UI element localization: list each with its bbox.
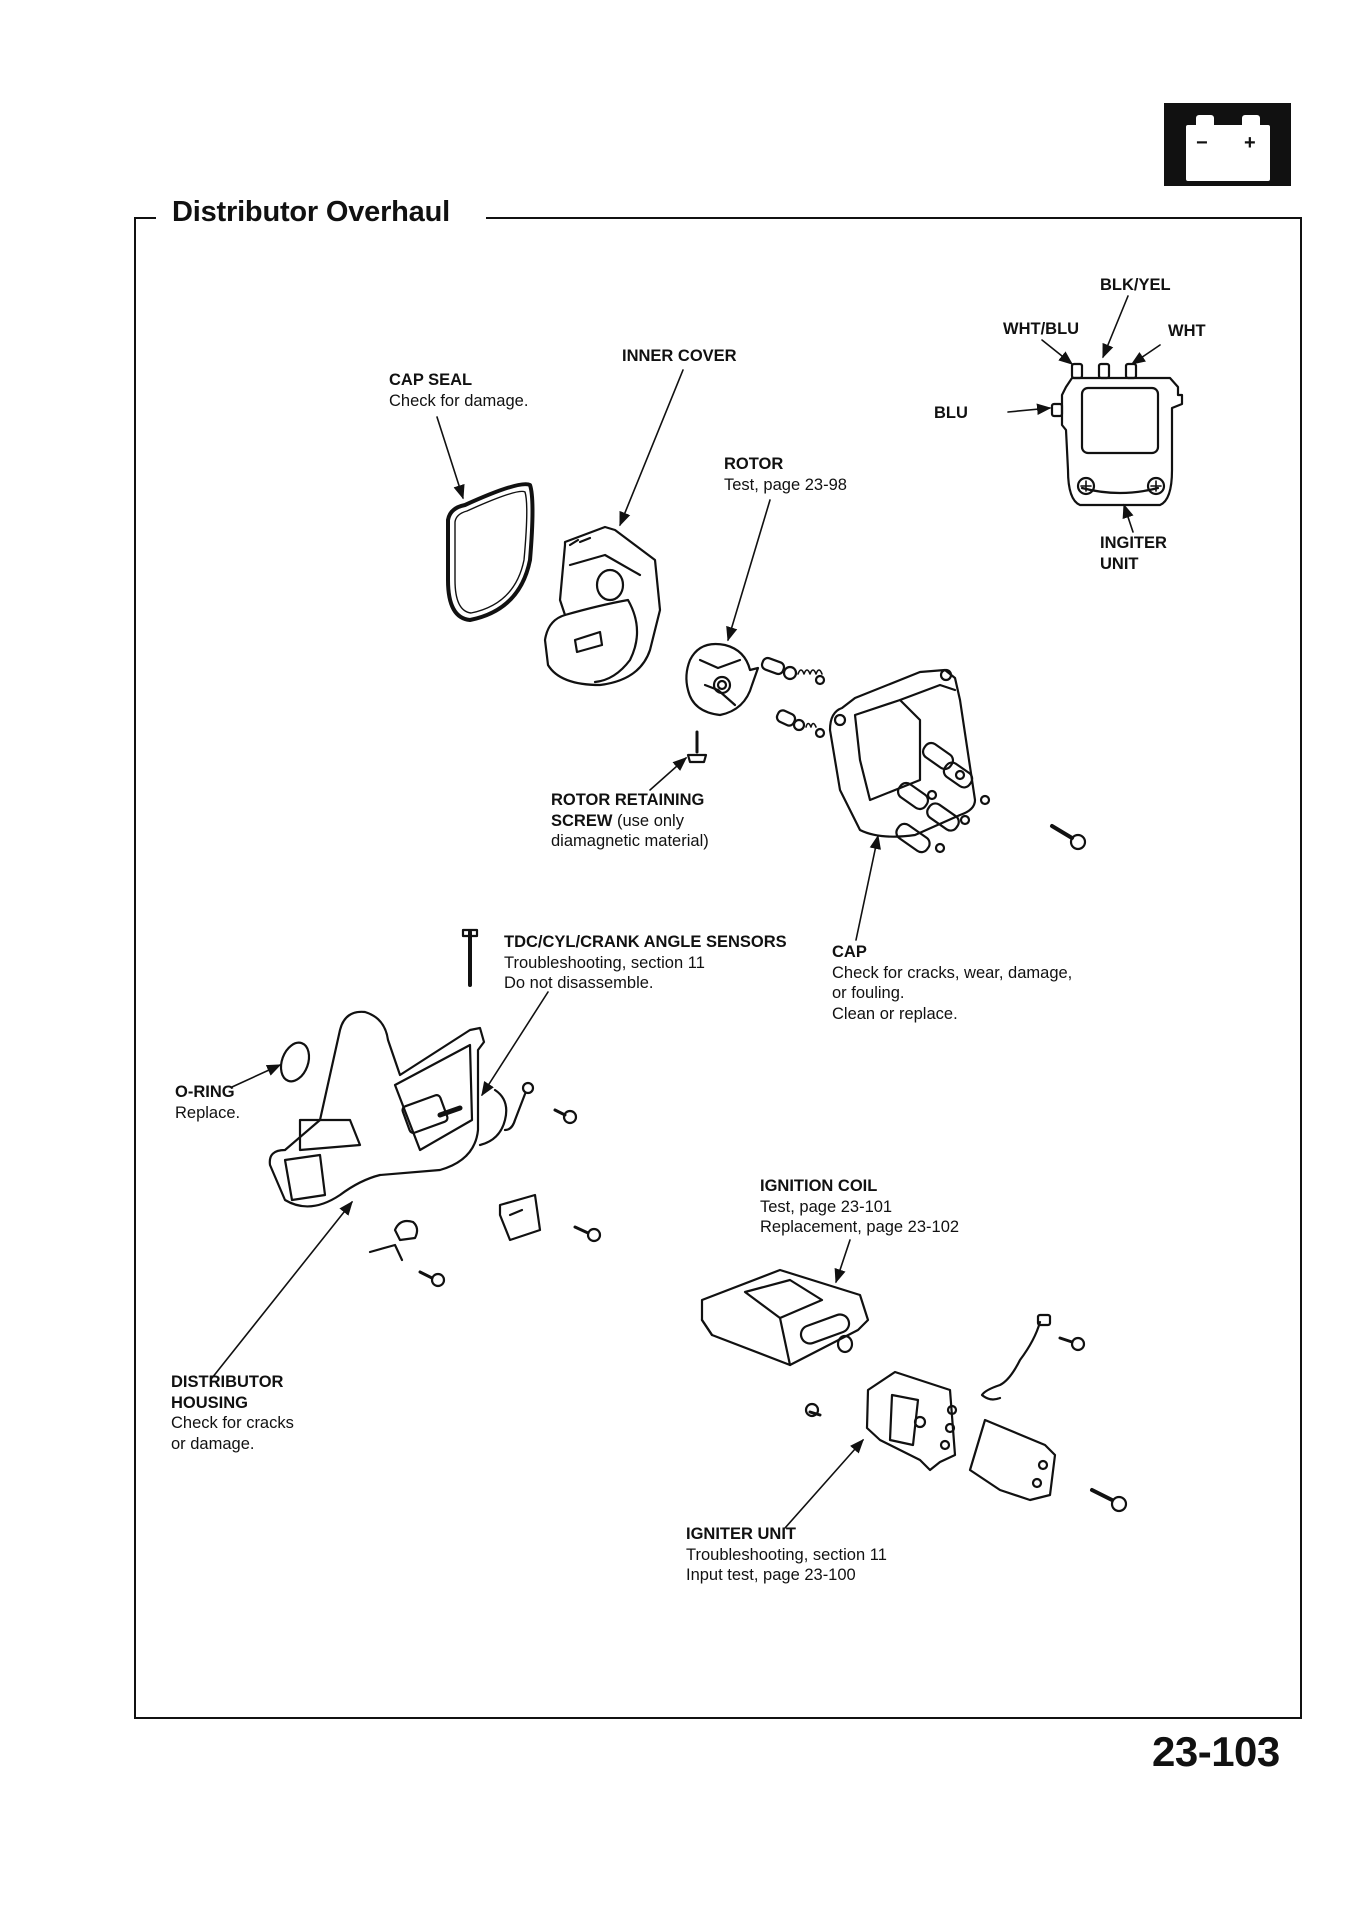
callout-sensors: TDC/CYL/CRANK ANGLE SENSORS Troubleshoot…	[504, 933, 787, 992]
ignition-coil-part	[702, 1270, 868, 1365]
battery-terminal-positive	[1242, 115, 1260, 127]
brush-and-spring-parts	[761, 657, 824, 737]
leader-cap	[856, 834, 881, 940]
leader-igniter-unit	[785, 1438, 864, 1528]
o-ring-part	[276, 1039, 314, 1085]
leader-ingiter-unit	[1122, 503, 1133, 532]
rotor-part	[686, 644, 758, 715]
igniter-cover-part	[970, 1420, 1055, 1500]
callout-ignition-coil: IGNITION COIL Test, page 23-101 Replacem…	[760, 1177, 960, 1236]
page-number: 23-103	[1152, 1728, 1280, 1775]
callout-distributor-housing: DISTRIBUTOR HOUSING Check for cracks or …	[171, 1373, 294, 1453]
plus-symbol: +	[1244, 132, 1256, 154]
battery-icon: − +	[1164, 103, 1291, 186]
battery-body: − +	[1186, 125, 1270, 181]
leader-o-ring	[232, 1065, 282, 1087]
leader-wire-blk-yel	[1103, 296, 1128, 359]
inner-cover-part	[545, 527, 660, 685]
leader-wire-wht-blu	[1042, 340, 1074, 365]
leader-sensors	[482, 992, 548, 1097]
wire-label-blk-yel: BLK/YEL	[1100, 276, 1171, 294]
cap-seal-part	[448, 484, 533, 620]
callout-rotor: ROTOR Test, page 23-98	[724, 455, 847, 494]
section-title: Distributor Overhaul	[172, 196, 450, 228]
leader-inner-cover	[620, 370, 683, 527]
wire-label-wht: WHT	[1168, 322, 1206, 340]
leader-wire-wht	[1130, 345, 1160, 365]
leader-rotor	[726, 500, 770, 642]
rotor-retaining-screw-part	[688, 732, 706, 762]
cap-bolt-part	[1052, 826, 1085, 849]
frame-top-right-rule	[486, 217, 1300, 219]
leader-rotor-screw	[650, 757, 688, 790]
leader-ignition-coil	[834, 1240, 850, 1284]
igniter-unit-part	[867, 1372, 956, 1470]
distributor-housing-part	[270, 1012, 533, 1207]
wire-label-wht-blu: WHT/BLU	[1003, 320, 1080, 338]
battery-terminal-negative	[1196, 115, 1214, 127]
diagram-frame	[134, 217, 1302, 1719]
callout-igniter-unit: IGNITER UNIT Troubleshooting, section 11…	[686, 1525, 887, 1584]
distributor-cap-part	[830, 670, 989, 855]
long-bolt-part	[463, 930, 477, 985]
igniter-hardware	[806, 1338, 1126, 1511]
leader-distributor-housing	[212, 1200, 353, 1378]
leader-wire-blu	[1008, 403, 1052, 415]
leader-arrows	[212, 296, 1160, 1528]
housing-hardware	[370, 1110, 600, 1286]
callout-rotor-retaining-screw: ROTOR RETAINING SCREW (use only diamagne…	[551, 791, 709, 850]
igniter-unit-detail	[1052, 364, 1182, 505]
callout-cap-seal: CAP SEAL Check for damage.	[389, 371, 529, 410]
wire-label-blu: BLU	[934, 404, 968, 422]
frame-top-left-rule	[134, 217, 156, 219]
leader-cap-seal	[437, 417, 465, 500]
callout-inner-cover: INNER COVER	[622, 347, 737, 365]
callout-cap: CAP Check for cracks, wear, damage, or f…	[832, 943, 1073, 1023]
callout-o-ring: O-RING Replace.	[175, 1083, 241, 1122]
ground-lead-part	[982, 1315, 1050, 1399]
label-ingiter-unit: INGITER UNIT	[1100, 534, 1167, 573]
minus-symbol: −	[1196, 132, 1208, 154]
